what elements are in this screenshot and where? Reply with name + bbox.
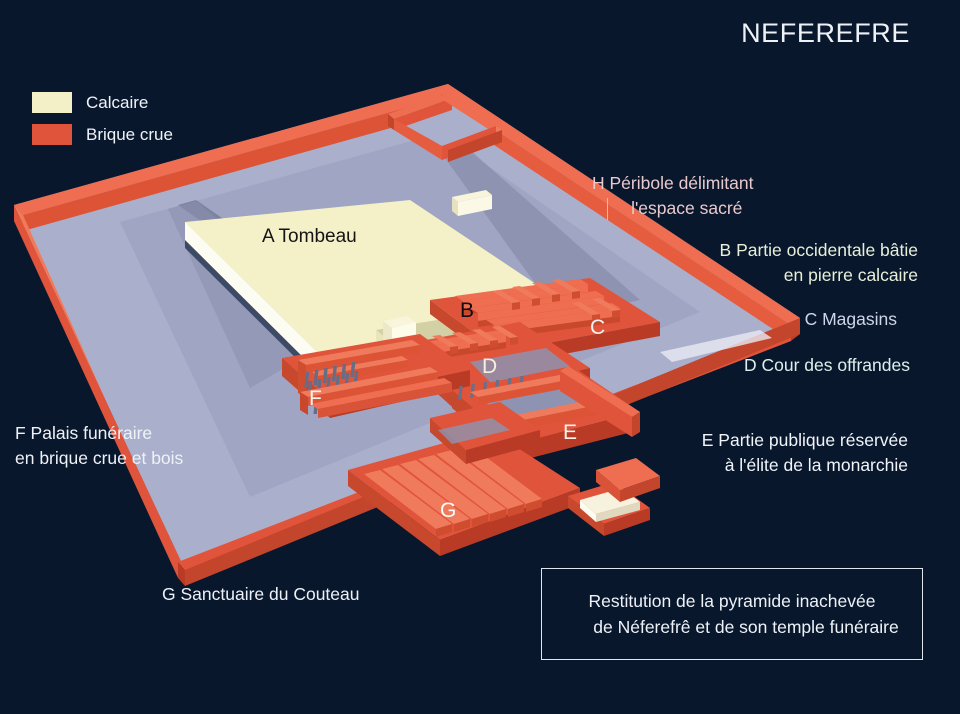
model-key-A: A Tombeau [262, 226, 357, 247]
annotation-H-peribole: H Péribole délimitant l'espace sacré [592, 171, 753, 221]
mortuary-temple-brick [282, 278, 660, 556]
annotation-F-line1: F Palais funéraire [15, 423, 153, 443]
annotation-H-line1: H Péribole délimitant [592, 173, 754, 193]
model-key-B: B [460, 299, 475, 322]
legend-swatch-calcaire [32, 92, 72, 113]
caption-box: Restitution de la pyramide inachevée de … [541, 568, 923, 660]
caption-line1: Restitution de la pyramide inachevée [588, 591, 876, 611]
annotation-F-palais-funeraire: F Palais funéraire en brique crue et boi… [15, 421, 183, 471]
annotation-F-line2: en brique crue et bois [15, 448, 184, 468]
legend-swatch-brique-crue [32, 124, 72, 145]
annotation-E-partie-publique: E Partie publique réservée à l'élite de … [702, 428, 908, 478]
legend-item-brique-crue: Brique crue [32, 122, 173, 147]
annotation-D-line1: D Cour des offrandes [743, 355, 910, 375]
caption-line2: de Néferefrê et de son temple funéraire [593, 617, 899, 637]
model-key-C: C [590, 316, 606, 339]
annotation-B-line1: B Partie occidentale bâtie [719, 240, 918, 260]
annotation-E-line2: à l'élite de la monarchie [724, 455, 908, 475]
limestone-pavement [660, 330, 772, 362]
model-key-D: D [482, 355, 498, 378]
model-key-F: F [309, 387, 322, 410]
north-annex [388, 94, 502, 162]
page-title: NEFEREFRE [741, 18, 910, 48]
annotation-G-line1: G Sanctuaire du Couteau [162, 584, 360, 604]
annotation-G-sanctuaire-couteau: G Sanctuaire du Couteau [162, 582, 360, 607]
leader-line-H [607, 198, 608, 220]
legend-label-brique-crue: Brique crue [86, 124, 173, 144]
legend-label-calcaire: Calcaire [86, 92, 149, 112]
model-key-E: E [563, 421, 578, 444]
model-key-G: G [440, 499, 457, 522]
annotation-B-line2: en pierre calcaire [783, 265, 918, 285]
legend-item-calcaire: Calcaire [32, 90, 173, 115]
annotation-D-cour-offrandes: D Cour des offrandes [744, 353, 910, 378]
annotation-E-line1: E Partie publique réservée [701, 430, 908, 450]
annotation-C-line1: C Magasins [804, 309, 897, 329]
pyramid-shadow-b [432, 140, 640, 318]
legend: Calcaire Brique crue [32, 90, 173, 154]
annotation-C-magasins: C Magasins [805, 307, 897, 332]
annotation-B-partie-occidentale: B Partie occidentale bâtie en pierre cal… [720, 238, 918, 288]
annotation-H-line2: l'espace sacré [631, 198, 743, 218]
